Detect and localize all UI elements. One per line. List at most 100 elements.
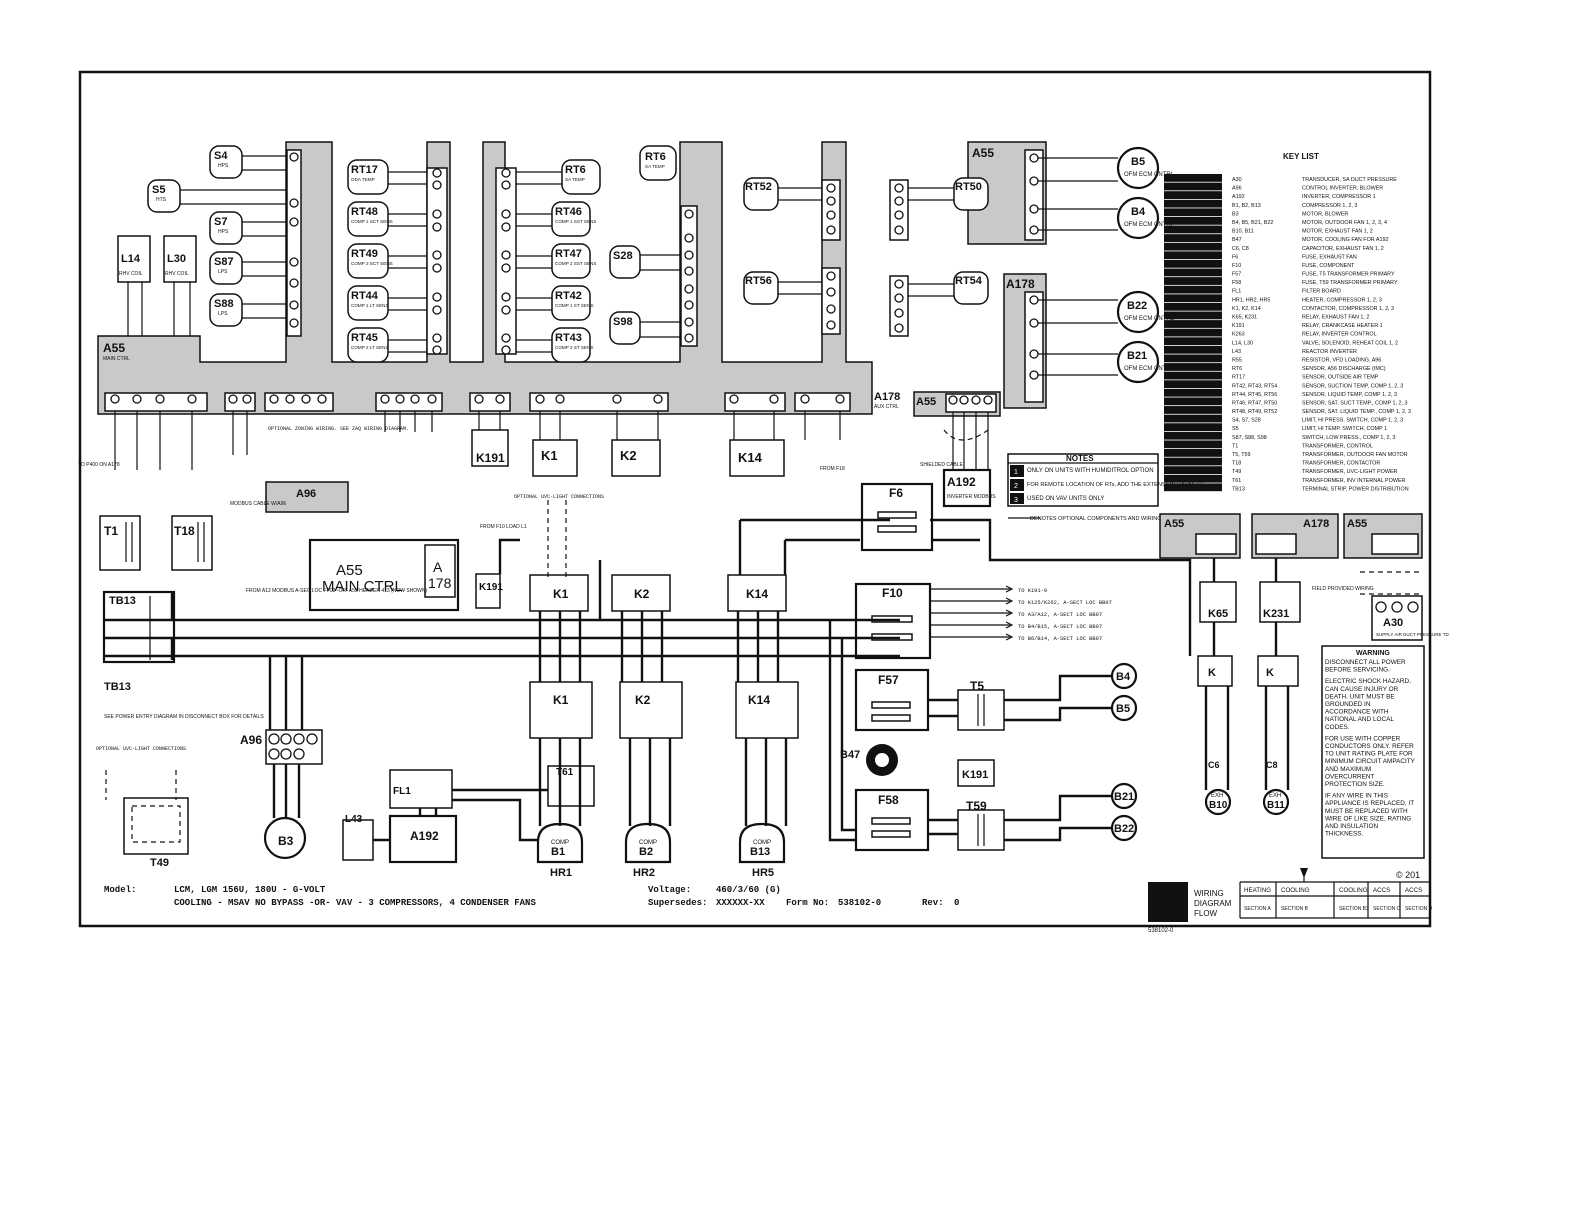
f10-output-labels: TO K191-9TO K125/K262, A-SECT LOC BB07TO…	[930, 585, 1112, 642]
a192-modbus: A192 INVERTER MODBUS	[942, 468, 996, 508]
svg-text:B13: B13	[750, 846, 770, 858]
key-ref: S4, S7, S28	[1232, 418, 1261, 424]
svg-text:COMP: COMP	[753, 840, 771, 846]
svg-text:COMP 1 SCT SENS: COMP 1 SCT SENS	[351, 219, 393, 224]
transformer-t61: T61	[547, 765, 595, 807]
lower-fan-b4: B4	[1110, 662, 1138, 690]
transducer-a30: A30 SUPPLY AIR DUCT PRESSURE TD	[1371, 595, 1449, 641]
svg-text:B1: B1	[551, 846, 565, 858]
svg-text:RT50: RT50	[955, 181, 982, 193]
supersedes-label: Supersedes:	[648, 898, 707, 908]
contactor-k1-main: K1	[529, 681, 593, 739]
key-desc: FILTER BOARD	[1302, 289, 1341, 295]
note-3: USED ON VAV UNITS ONLY	[1027, 496, 1104, 502]
svg-text:K231: K231	[1263, 608, 1289, 620]
warning-line: DEATH. UNIT MUST BE	[1325, 693, 1395, 700]
notes-title: NOTES	[1066, 454, 1094, 463]
svg-text:ODA TEMP: ODA TEMP	[351, 177, 375, 182]
contactor-k2-main: K2	[619, 681, 683, 739]
svg-text:T49: T49	[150, 857, 169, 869]
warning-line: BEFORE SERVICING.	[1325, 667, 1390, 674]
svg-text:A30: A30	[1383, 617, 1403, 629]
svg-text:HPS: HPS	[218, 163, 229, 169]
svg-text:S4: S4	[214, 150, 228, 162]
key-desc: MOTOR, OUTDOOR FAN 1, 2, 3, 4	[1302, 220, 1387, 226]
key-ref: RT48, RT49, RT52	[1232, 409, 1277, 415]
strip-pins-left	[286, 149, 302, 337]
svg-text:K191: K191	[476, 451, 505, 465]
svg-text:B47: B47	[840, 749, 860, 761]
shielded-cable-label: SHIELDED CABLE	[920, 462, 963, 468]
a178-aux-label: AUX CTRL	[874, 404, 899, 410]
form-label: Form No:	[786, 898, 829, 908]
header-block-j395	[104, 392, 208, 412]
a55-k65-block: A55	[1159, 513, 1241, 559]
flow-cell-name: HEATING	[1244, 887, 1271, 894]
key-ref: B10, B11	[1232, 229, 1254, 235]
key-ref: T49	[1232, 469, 1241, 475]
contactor-k1-lineblock: K1	[529, 574, 589, 612]
warning-line: TO UNIT RATING PLATE FOR	[1325, 751, 1413, 758]
warning-line: WIRE OF LIKE SIZE, RATING	[1325, 815, 1411, 822]
dash-note: DENOTES OPTIONAL COMPONENTS AND WIRING	[1030, 516, 1162, 522]
warning-line: ELECTRIC SHOCK HAZARD,	[1325, 678, 1411, 685]
svg-text:COMP: COMP	[639, 840, 657, 846]
cooling-fan-b47: B47	[840, 744, 898, 776]
key-ref: F10	[1232, 263, 1241, 269]
fan-b5: B5 OFM ECM CNTRL	[1116, 146, 1175, 190]
svg-text:B22: B22	[1114, 823, 1134, 835]
key-desc: CONTROL INVERTER, BLOWER	[1302, 186, 1383, 192]
svg-text:T61: T61	[556, 767, 574, 778]
heater-hr2: HR2	[633, 867, 655, 879]
key-desc: TRANSFORMER, CONTACTOR	[1302, 461, 1380, 467]
svg-text:T1: T1	[104, 524, 118, 538]
svg-text:K14: K14	[746, 587, 768, 601]
fuse-block-f58: F58	[854, 788, 930, 852]
transformer-t18: T18	[171, 515, 213, 571]
key-ref: S5	[1232, 426, 1239, 432]
warning-line: CODES.	[1325, 724, 1350, 731]
key-ref: S87, S88, S98	[1232, 435, 1267, 441]
strip-pins-rt50	[889, 179, 909, 337]
optional-zoning-label: OPTIONAL ZONING WIRING. SEE ZAQ WIRING D…	[268, 426, 409, 432]
svg-text:K2: K2	[634, 587, 650, 601]
svg-text:K65: K65	[1208, 608, 1228, 620]
tb13-strip: TB13	[102, 590, 176, 664]
key-desc: RELAY, CRANKCASE HEATER 1	[1302, 323, 1383, 329]
svg-text:EXH: EXH	[1269, 793, 1281, 799]
key-ref: K263	[1232, 332, 1245, 338]
a96-header: A96	[265, 481, 349, 513]
sensor-rt52: RT52	[743, 177, 822, 211]
svg-text:SUPPLY AIR DUCT PRESSURE TD: SUPPLY AIR DUCT PRESSURE TD	[1376, 632, 1449, 637]
modbus-label: MODBUS CABLE W/A96	[230, 501, 286, 507]
from-f10-label: FROM F10 LOAD L1	[480, 524, 527, 530]
key-desc: SENSOR, SAT. SUCT TEMP., COMP 1, 2, 3	[1302, 400, 1408, 406]
svg-text:RT56: RT56	[745, 275, 772, 287]
optional-uvc-bottom: OPTIONAL UVC-LIGHT CONNECTIONS	[96, 746, 186, 752]
flow-cell-name: COOLING	[1339, 887, 1368, 894]
header-block-j391	[469, 392, 511, 412]
svg-text:178: 178	[428, 575, 452, 591]
svg-text:A178: A178	[1303, 518, 1329, 530]
key-desc: LIMIT, HI TEMP. SWITCH, COMP 1	[1302, 426, 1387, 432]
key-desc: VALVE, SOLENOID, REHEAT COIL 1, 2	[1302, 340, 1398, 346]
key-desc: FUSE, T59 TRANSFORMER PRIMARY	[1302, 280, 1398, 286]
key-ref: FL1	[1232, 289, 1241, 295]
svg-text:K14: K14	[738, 450, 763, 465]
key-desc: SENSOR, SUCTION TEMP, COMP 1, 2, 3	[1302, 383, 1403, 389]
key-desc: SENSOR, LIQUID TEMP, COMP 1, 2, 3	[1302, 392, 1397, 398]
